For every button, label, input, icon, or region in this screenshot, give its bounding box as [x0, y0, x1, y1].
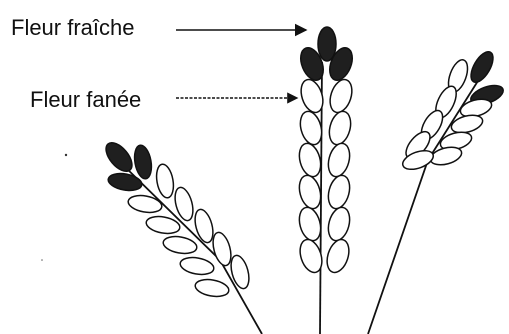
speck	[65, 154, 67, 156]
ear-center	[296, 27, 357, 275]
ear-right	[400, 48, 505, 173]
speck	[41, 259, 43, 261]
